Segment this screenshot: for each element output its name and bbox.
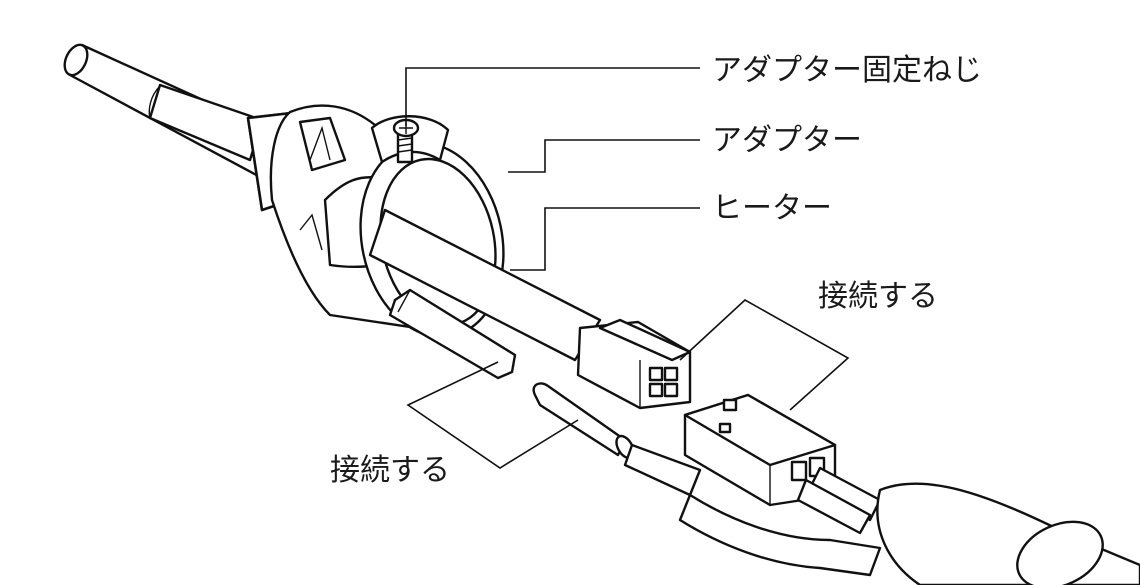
label-adapter-fixing-screw: アダプター固定ねじ (712, 53, 982, 88)
power-cable (678, 466, 1140, 585)
camera-cable (63, 43, 282, 180)
adapter-fixing-screw (392, 118, 420, 164)
label-connect-upper: 接続する (818, 279, 938, 314)
mating-connector (683, 393, 837, 507)
leader-lines (405, 67, 850, 469)
sensor-rod (388, 288, 517, 380)
label-heater: ヒーター (712, 191, 832, 226)
heater-mesh-tube (368, 208, 602, 362)
heater-connector (576, 318, 692, 410)
label-connect-lower: 接続する (330, 453, 450, 488)
label-adapter: アダプター (712, 123, 862, 158)
